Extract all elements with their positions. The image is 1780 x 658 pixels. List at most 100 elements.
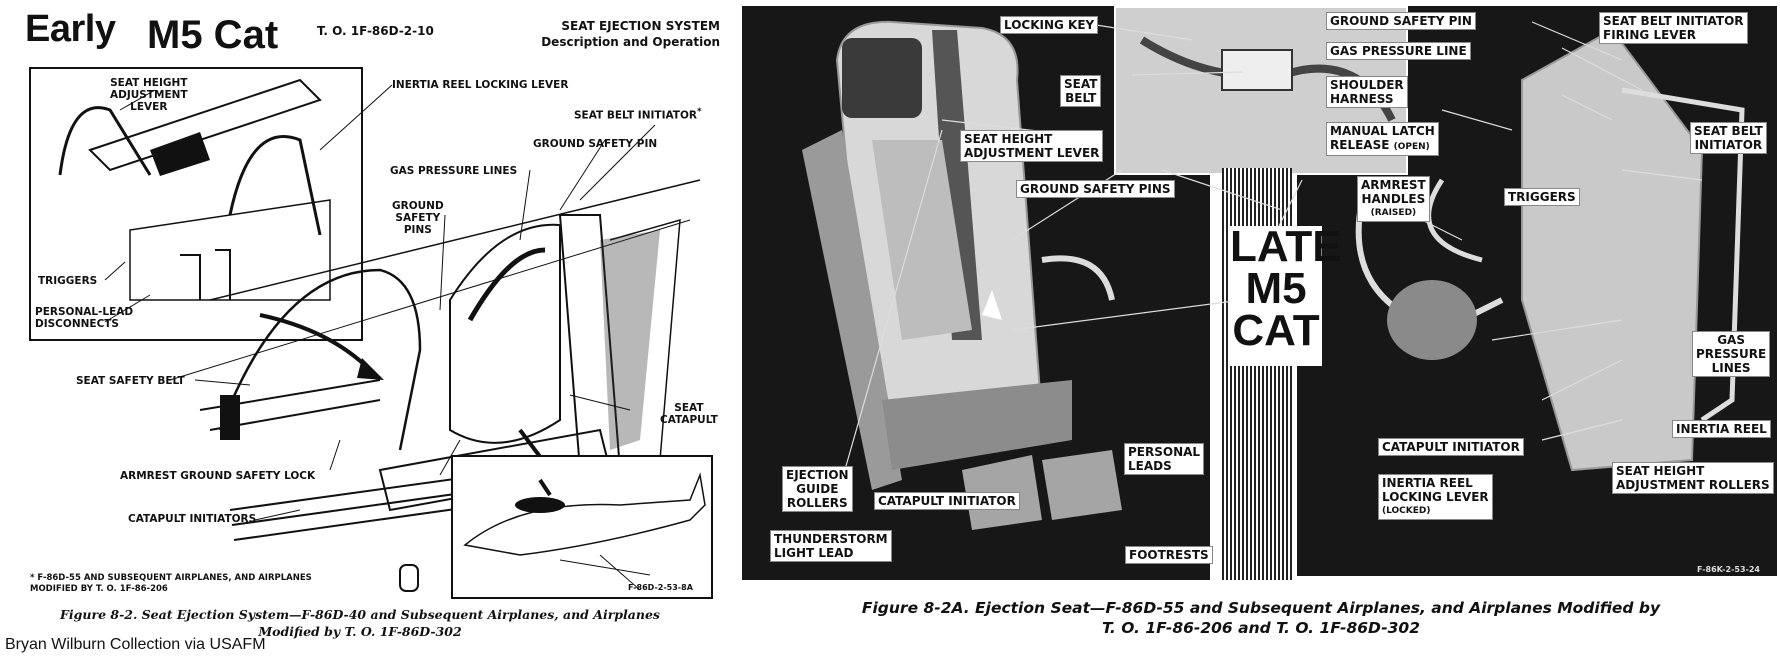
footnote-marker: *: [696, 107, 702, 117]
label-seat-safety-belt: SEAT SAFETY BELT: [76, 375, 185, 387]
footnote-line: * F-86D-55 AND SUBSEQUENT AIRPLANES, AND…: [30, 573, 312, 583]
label-line: BELT: [1065, 91, 1097, 105]
label-ground-safety-pins: GROUND SAFETY PINS: [392, 200, 444, 236]
seat-photo-illustration: [802, 20, 1745, 530]
label-text: RELEASE: [1330, 138, 1390, 152]
label-line: LATE: [1230, 222, 1342, 271]
label-line: LEVER: [130, 101, 168, 113]
caption-line: Figure 8-2A. Ejection Seat—F-86D-55 and …: [861, 599, 1661, 617]
label-line: LINES: [1711, 361, 1751, 375]
label-line: GUIDE: [796, 482, 839, 496]
label-inertia-reel-locking-lever: INERTIA REEL LOCKING LEVER (LOCKED): [1378, 474, 1493, 520]
label-seat-belt-initiator-firing-lever: SEAT BELT INITIATOR FIRING LEVER: [1599, 12, 1748, 44]
figure-caption-8-2: Figure 8-2. Seat Ejection System—F-86D-4…: [0, 606, 720, 640]
label-line: HARNESS: [1330, 92, 1394, 106]
label-line: LIGHT LEAD: [774, 546, 854, 560]
label-line: DISCONNECTS: [35, 318, 119, 330]
label-line: INITIATOR: [1694, 138, 1763, 152]
label-note: (RAISED): [1370, 208, 1417, 218]
label-line: SEAT BELT INITIATOR: [1603, 14, 1744, 28]
label-line: PERSONAL: [1128, 445, 1201, 459]
label-thunderstorm-light-lead: THUNDERSTORM LIGHT LEAD: [770, 530, 892, 562]
caption-line: Modified by T. O. 1F-86D-302: [258, 624, 462, 639]
label-armrest-ground-safety-lock: ARMREST GROUND SAFETY LOCK: [120, 470, 316, 482]
label-line: ARMREST: [1361, 178, 1426, 192]
label-seat-height-adjustment-rollers: SEAT HEIGHT ADJUSTMENT ROLLERS: [1612, 462, 1774, 494]
label-ejection-guide-rollers: EJECTION GUIDE ROLLERS: [782, 466, 853, 512]
label-line: SEAT HEIGHT: [110, 77, 188, 89]
label-line: CAT: [1232, 306, 1320, 355]
footnote-line: MODIFIED BY T. O. 1F-86-206: [30, 584, 168, 594]
label-locking-key: LOCKING KEY: [1000, 16, 1099, 34]
system-title: SEAT EJECTION SYSTEM: [561, 19, 720, 33]
heading-early: Early: [25, 8, 116, 50]
label-inertia-reel-locking-lever: INERTIA REEL LOCKING LEVER: [392, 79, 569, 91]
label-ground-safety-pin: GROUND SAFETY PIN: [1326, 12, 1476, 30]
label-personal-lead-disconnects: PERSONAL-LEAD DISCONNECTS: [35, 306, 133, 330]
label-seat-belt-initiator: SEAT BELT INITIATOR*: [574, 106, 702, 122]
footnote: * F-86D-55 AND SUBSEQUENT AIRPLANES, AND…: [30, 573, 312, 595]
label-note: (LOCKED): [1382, 506, 1431, 516]
system-heading: SEAT EJECTION SYSTEM Description and Ope…: [520, 18, 720, 50]
tech-order-number: T. O. 1F-86D-2-10: [317, 24, 434, 38]
label-line: PERSONAL-LEAD: [35, 306, 134, 318]
photo-credit: Bryan Wilburn Collection via USAFM: [5, 636, 266, 654]
label-line: CATAPULT: [660, 414, 718, 426]
label-gas-pressure-lines: GAS PRESSURE LINES: [390, 165, 518, 177]
label-catapult-initiators: CATAPULT INITIATORS: [128, 513, 257, 525]
label-line: EJECTION: [786, 468, 849, 482]
label-line: ADJUSTMENT ROLLERS: [1616, 478, 1770, 492]
label-line: PINS: [403, 224, 432, 236]
label-triggers: TRIGGERS: [1504, 188, 1580, 206]
label-line: M5: [1245, 264, 1307, 313]
label-gas-pressure-lines: GAS PRESSURE LINES: [1692, 331, 1771, 377]
seat-ejection-diagram: [29, 67, 713, 599]
inset-figure-code: F-86D-2-53-8A: [628, 583, 693, 592]
label-line: INERTIA REEL: [1382, 476, 1473, 490]
label-seat-height-lever: SEAT HEIGHT ADJUSTMENT LEVER: [110, 77, 188, 113]
label-seat-catapult: SEAT CATAPULT: [660, 402, 718, 426]
label-catapult-initiator-right: CATAPULT INITIATOR: [1378, 438, 1524, 456]
label-line: SEAT: [674, 402, 704, 414]
label-text: SEAT BELT INITIATOR: [574, 109, 697, 122]
left-page-early-m5: Early M5 Cat T. O. 1F-86D-2-10 SEAT EJEC…: [0, 0, 720, 658]
label-seat-belt-initiator: SEAT BELT INITIATOR: [1690, 122, 1767, 154]
label-gas-pressure-line: GAS PRESSURE LINE: [1326, 42, 1471, 60]
right-page-late-m5: LATE M5 CAT LOCKING KEY SEAT BELT SEAT H…: [742, 0, 1780, 658]
label-ground-safety-pins: GROUND SAFETY PINS: [1016, 180, 1175, 198]
label-triggers: TRIGGERS: [38, 275, 98, 287]
label-personal-leads: PERSONAL LEADS: [1124, 443, 1205, 475]
late-m5-cat-label: LATE M5 CAT: [1230, 222, 1342, 366]
label-manual-latch-release: MANUAL LATCH RELEASE (OPEN): [1326, 122, 1439, 156]
label-seat-height-adjustment-lever: SEAT HEIGHT ADJUSTMENT LEVER: [960, 130, 1104, 162]
label-inertia-reel: INERTIA REEL: [1672, 420, 1771, 438]
label-line: HANDLES: [1361, 192, 1426, 206]
label-line: GAS: [1717, 333, 1745, 347]
label-ground-safety-pin: GROUND SAFETY PIN: [533, 138, 658, 150]
label-footrests: FOOTRESTS: [1125, 546, 1213, 564]
label-line: ADJUSTMENT LEVER: [964, 146, 1100, 160]
label-line: PRESSURE: [1696, 347, 1767, 361]
label-line: SHOULDER: [1330, 78, 1404, 92]
caption-line: T. O. 1F-86-206 and T. O. 1F-86D-302: [1101, 619, 1420, 637]
figure-code: F-86K-2-53-24: [1697, 565, 1760, 574]
label-line: ROLLERS: [786, 496, 848, 510]
label-armrest-handles: ARMREST HANDLES (RAISED): [1357, 176, 1430, 222]
caption-line: Figure 8-2. Seat Ejection System—F-86D-4…: [60, 607, 660, 622]
system-subtitle: Description and Operation: [541, 35, 720, 49]
label-line: LEADS: [1128, 459, 1172, 473]
label-shoulder-harness: SHOULDER HARNESS: [1326, 76, 1408, 108]
label-line: RELEASE (OPEN): [1330, 138, 1435, 154]
label-line: THUNDERSTORM: [774, 532, 888, 546]
figure-caption-8-2a: Figure 8-2A. Ejection Seat—F-86D-55 and …: [742, 598, 1780, 638]
label-line: GROUND: [392, 200, 444, 212]
label-line: SEAT HEIGHT: [964, 132, 1053, 146]
label-line: FIRING LEVER: [1603, 28, 1697, 42]
label-note: (OPEN): [1393, 142, 1430, 152]
label-seat-belt: SEAT BELT: [1060, 75, 1102, 107]
label-line: SEAT HEIGHT: [1616, 464, 1705, 478]
label-line: SEAT BELT: [1694, 124, 1763, 138]
label-line: SEAT: [1064, 77, 1098, 91]
label-line: SAFETY: [395, 212, 441, 224]
label-catapult-initiator: CATAPULT INITIATOR: [874, 492, 1020, 510]
